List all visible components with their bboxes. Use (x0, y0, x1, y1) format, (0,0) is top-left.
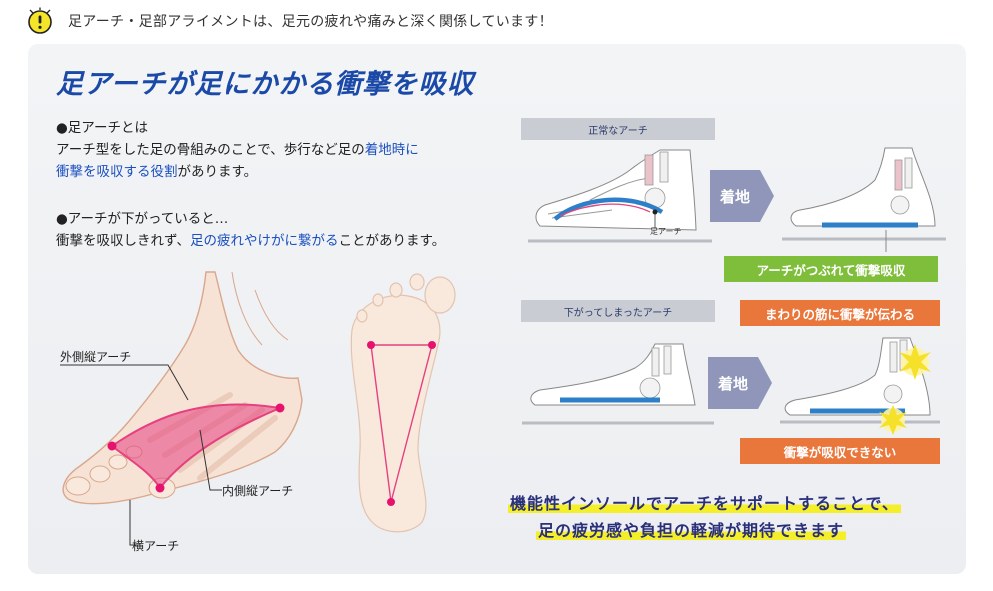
arch-definition-heading: ●足アーチとは (56, 120, 148, 136)
foot-illustration (60, 271, 303, 546)
exclamation-circle-icon (26, 7, 54, 35)
impact-burst-lower (879, 405, 907, 435)
fallen-arch-heading: ●アーチが下がっていると… (56, 211, 229, 227)
normal-arch-landed-foot (782, 147, 946, 252)
highlight-shock-role: 衝撃を吸収する役割 (56, 164, 178, 180)
notice-bar: 足アーチ・足部アライメントは、足元の疲れや痛みと深く関係しています！ (26, 6, 553, 36)
foot-arch-callout: 足アーチ (650, 227, 682, 236)
footprint-illustration (350, 273, 456, 533)
arch-definition-line-1: アーチ型をした足の骨組みのことで、歩行など足の着地時に (56, 142, 419, 158)
medial-arch-label: 内側縦アーチ (222, 484, 294, 498)
page-title: 足アーチが足にかかる衝撃を吸収 (56, 69, 475, 100)
fallen-arch-line: 衝撃を吸収しきれず、足の疲れやけがに繋がることがあります。 (56, 233, 446, 249)
arrow-right-icon (708, 357, 772, 409)
conclusion-line-1: 機能性インソールでアーチをサポートすることで、 (508, 494, 901, 513)
lateral-arch-label: 外側縦アーチ (60, 350, 132, 364)
muscle-impact-badge: まわりの筋に衝撃が伝わる (740, 300, 940, 326)
explanation-block-1: ●足アーチとは アーチ型をした足の骨組みのことで、歩行など足の着地時に 衝撃を吸… (56, 117, 419, 183)
explanation-block-2: ●アーチが下がっていると… 衝撃を吸収しきれず、足の疲れやけがに繋がることがあり… (56, 208, 445, 252)
notice-text: 足アーチ・足部アライメントは、足元の疲れや痛みと深く関係しています！ (68, 14, 553, 30)
normal-arch-foot (528, 149, 712, 243)
highlight-landing: 着地時に (364, 142, 419, 158)
normal-arch-tab: 正常なアーチ (521, 118, 715, 140)
impact-burst-upper (899, 344, 931, 380)
arrow-right-icon (710, 170, 774, 222)
flat-arch-landed-foot (780, 337, 940, 435)
normal-result-badge: アーチがつぶれて衝撃吸収 (724, 256, 938, 282)
arch-definition-line-2: 衝撃を吸収する役割があります。 (56, 164, 258, 180)
flat-arch-foot (522, 343, 714, 425)
transverse-arch-label: 横アーチ (132, 539, 180, 553)
flat-landing-arrow: 着地 (708, 357, 772, 409)
highlight-fatigue: 足の疲れやけがに繋がる (190, 233, 339, 249)
conclusion-line-2: 足の疲労感や負担の軽減が期待できます (536, 521, 847, 540)
flat-arch-tab: 下がってしまったアーチ (521, 300, 715, 322)
no-absorption-badge: 衝撃が吸収できない (740, 438, 940, 464)
normal-landing-arrow: 着地 (710, 170, 774, 222)
